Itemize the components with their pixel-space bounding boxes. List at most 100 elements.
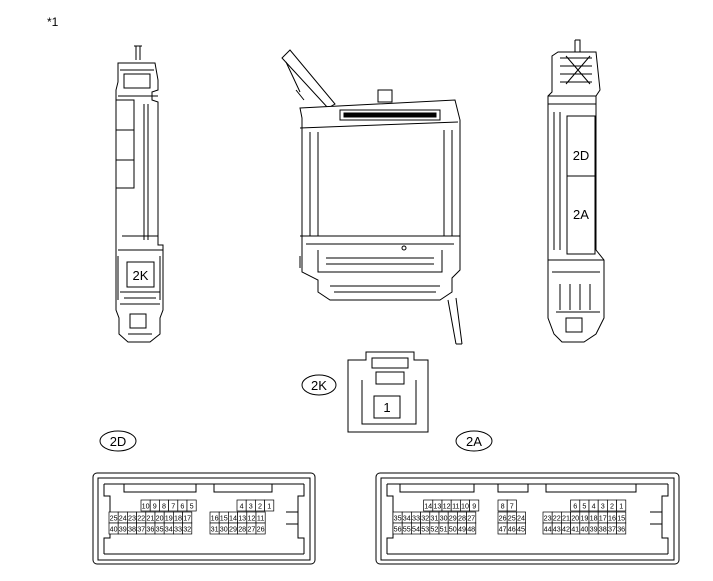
pin-number: 46 <box>508 525 516 534</box>
pin-number: 26 <box>257 525 265 534</box>
pin-number: 42 <box>562 525 570 534</box>
pin-number: 27 <box>467 514 475 523</box>
pin-number: 9 <box>472 502 476 511</box>
pin-number: 11 <box>257 514 264 523</box>
pin-number: 11 <box>452 502 459 511</box>
pin-number: 37 <box>608 525 616 534</box>
pin-number: 43 <box>553 525 561 534</box>
pin-number: 53 <box>421 525 429 534</box>
right-module-2a-window <box>566 175 596 255</box>
pin-number: 8 <box>162 502 166 511</box>
pin-number: 38 <box>599 525 607 534</box>
pin-number: 10 <box>461 502 469 511</box>
pin-number: 14 <box>424 502 432 511</box>
pin-number: 41 <box>571 525 579 534</box>
pin-number: 5 <box>190 502 194 511</box>
pin-number: 39 <box>590 525 598 534</box>
pin-cell <box>616 522 627 535</box>
pin-number: 50 <box>449 525 457 534</box>
pin-number: 33 <box>174 525 182 534</box>
pin-number: 27 <box>247 525 255 534</box>
pin-number: 32 <box>421 514 429 523</box>
pin-number: 12 <box>247 514 255 523</box>
pin-number: 23 <box>544 514 552 523</box>
connector-2k-front-view: 2K 1 <box>301 351 429 433</box>
pin-number: 38 <box>128 525 136 534</box>
pin-number: 5 <box>582 502 586 511</box>
pin-number: 19 <box>165 514 173 523</box>
pin-number: 32 <box>183 525 191 534</box>
pin-cell <box>516 522 526 535</box>
left-module-side-view: 2K <box>115 45 164 343</box>
pin-number: 45 <box>517 525 525 534</box>
pin-number: 28 <box>238 525 246 534</box>
pin-number: 18 <box>174 514 182 523</box>
pin-cell <box>255 522 266 535</box>
pin-number: 36 <box>617 525 625 534</box>
pin-number: 6 <box>573 502 577 511</box>
pin-number: 49 <box>458 525 466 534</box>
pin-number: 13 <box>238 514 246 523</box>
note-mark: *1 <box>47 15 59 29</box>
pin-number: 12 <box>443 502 451 511</box>
pin-cell <box>264 499 275 512</box>
pin-number: 55 <box>403 525 411 534</box>
pin-number: 30 <box>220 525 228 534</box>
pin-cell <box>616 499 627 512</box>
pin-number: 52 <box>430 525 438 534</box>
pin-number: 56 <box>394 525 402 534</box>
pin-number: 14 <box>229 514 237 523</box>
pin-number: 2 <box>610 502 614 511</box>
pin-cell <box>182 522 193 535</box>
right-module-2d-window <box>566 115 596 177</box>
pin-number: 1 <box>619 502 623 511</box>
pin-number: 22 <box>137 514 145 523</box>
pin-number: 13 <box>433 502 441 511</box>
pin-number: 21 <box>562 514 570 523</box>
pin-number: 39 <box>119 525 127 534</box>
pin-number: 25 <box>110 514 118 523</box>
pin-number: 31 <box>211 525 219 534</box>
pin-number: 22 <box>553 514 561 523</box>
right-module-label-2d: 2D <box>573 148 590 163</box>
pin-number: 4 <box>592 502 596 511</box>
pin-number: 4 <box>240 502 244 511</box>
callout-2a-oval <box>455 430 493 452</box>
pin-number: 29 <box>229 525 237 534</box>
pin-number: 24 <box>517 514 525 523</box>
pin-number: 34 <box>165 525 173 534</box>
pin-number: 24 <box>119 514 127 523</box>
pin-number: 1 <box>267 502 271 511</box>
pin-number: 29 <box>449 514 457 523</box>
pin-number: 30 <box>440 514 448 523</box>
pin-number: 47 <box>499 525 507 534</box>
pin-number: 15 <box>220 514 228 523</box>
pin-number: 48 <box>467 525 475 534</box>
pin-number: 16 <box>211 514 219 523</box>
center-module-view <box>281 49 463 345</box>
pin-cell <box>469 499 480 512</box>
pin-number: 17 <box>183 514 191 523</box>
pin-number: 8 <box>501 502 505 511</box>
callout-2k-oval <box>301 374 337 396</box>
callout-2k-label: 2K <box>311 378 327 393</box>
pin-number: 34 <box>403 514 411 523</box>
pin-number: 33 <box>412 514 420 523</box>
pin-number: 2 <box>258 502 262 511</box>
callout-2d-label: 2D <box>110 434 127 449</box>
pin-number: 31 <box>430 514 438 523</box>
pin-number: 17 <box>599 514 607 523</box>
pin-number: 25 <box>508 514 516 523</box>
pin-cell <box>186 499 197 512</box>
pin-number: 3 <box>601 502 605 511</box>
pin-number: 9 <box>153 502 157 511</box>
pin-number: 35 <box>394 514 402 523</box>
pin-number: 40 <box>110 525 118 534</box>
pin-number: 15 <box>617 514 625 523</box>
pin-number: 44 <box>544 525 552 534</box>
